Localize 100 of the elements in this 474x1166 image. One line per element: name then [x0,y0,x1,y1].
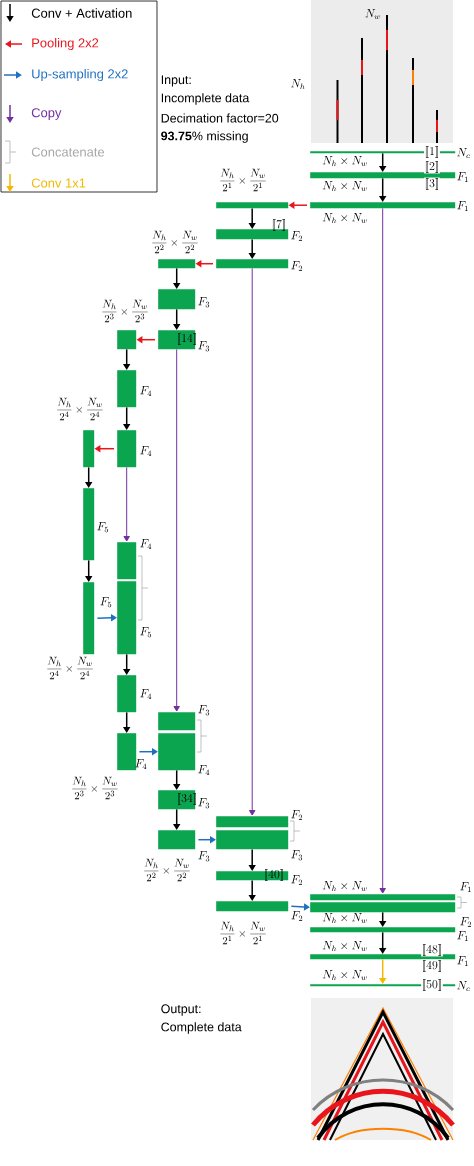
layer-bar [83,430,95,468]
layer-bar [117,675,137,713]
arrow [123,653,131,675]
legend-label: Up-sampling 2x2 [32,68,128,82]
layer-bar [117,581,137,655]
layer-bar [310,894,456,901]
layer-bar [310,954,456,960]
layer-number: $[\![2]\!]$ [424,160,440,174]
axis-label: $N_h$ [291,79,305,90]
legend-label: Conv 1x1 [31,178,86,188]
size-label: $N_h \times N_w$ [322,970,367,981]
layer-bar [83,582,95,655]
layer-bar [117,430,137,468]
channel-label: $F_2$ [291,875,303,885]
caption-text: Input: [161,75,191,87]
channel-label: $F_5$ [97,522,109,533]
layer-bar [310,902,456,913]
channel-label: $F_1$ [457,931,468,941]
layer-number: $[\![7]\!]$ [272,219,285,231]
layer-bar [216,901,289,912]
channel-label: $F_2$ [460,917,472,927]
size-label: $\frac{N_h}{2^1} \times \frac{N_w}{2^1}$ [220,921,266,945]
layer-bar [117,733,137,771]
channel-label: $F_4$ [135,759,147,769]
arrow [173,808,181,830]
layer-bar [158,289,196,310]
legend-label: Conv + Activation [31,8,132,18]
caption-text: Incomplete data [161,93,250,105]
layer-bar [216,259,289,269]
legend-label: Copy [31,108,62,120]
channel-label: $F_3$ [198,798,210,809]
layer-bar [158,712,196,731]
layer-bar [310,202,456,209]
layer-bar [216,816,289,828]
layer-bar [216,202,289,209]
channel-label: $F_3$ [291,850,303,861]
arrow [379,207,386,894]
arrow [123,406,131,430]
caption-text: Decimation factor=20 [161,113,279,123]
layer-bar [216,830,289,850]
arrow [290,903,310,911]
size-label: $\frac{N_h}{2^4} \times \frac{N_w}{2^4}$ [57,397,103,421]
layer-bar [158,830,196,850]
caption-text: Complete data [161,1022,242,1034]
arrow [248,267,256,816]
channel-label: $F_1$ [460,882,471,892]
layer-number: $[\![40]\!]$ [265,869,283,881]
layer-bar [216,871,289,881]
size-label: $\frac{N_h}{2^2} \times \frac{N_w}{2^2}$ [144,858,190,882]
legend-label: Concatenate [31,147,105,157]
channel-label: $F_5$ [100,597,112,608]
layer-bar [117,370,137,408]
size-label: $\frac{N_h}{2^4} \times \frac{N_w}{2^4}$ [47,656,93,680]
layer-bar [83,488,95,561]
channel-label: $F_4$ [140,539,152,549]
channel-label: $N_c$ [457,148,470,159]
size-label: $N_h \times N_w$ [322,881,367,892]
arrow [173,308,181,330]
layer-bar [158,259,196,269]
layer-bar [216,229,289,240]
arrow [173,348,180,712]
channel-label: $F_1$ [457,956,468,966]
channel-label: $F_2$ [291,911,303,921]
size-label: $\frac{N_h}{2^3} \times \frac{N_w}{2^3}$ [102,299,148,323]
layer-number: $[\![49]\!]$ [421,959,443,973]
arrow [123,711,131,733]
layer-number: $[\![50]\!]$ [421,978,443,992]
layer-number: $[\![48]\!]$ [421,943,443,957]
channel-label: $F_3$ [198,851,210,862]
channel-label: $F_3$ [198,297,210,308]
channel-label: $F_2$ [291,231,303,241]
channel-label: $F_2$ [291,810,303,820]
layer-number: $[\![1]\!]$ [424,145,440,159]
layer-bar [158,733,196,771]
arrow [123,348,131,370]
layer-bar [117,542,137,580]
axis-label: $N_w$ [365,9,381,20]
arrow [173,769,181,790]
caption-text: 93.75% missing [161,131,248,143]
size-label: $N_h \times N_w$ [322,181,367,192]
channel-label: $F_1$ [457,172,468,182]
size-label: $N_h \times N_w$ [322,941,367,952]
arrow [173,267,181,289]
size-label: $\frac{N_h}{2^2} \times \frac{N_w}{2^2}$ [152,230,198,254]
size-label: $N_h \times N_w$ [322,913,367,924]
channel-label: $F_1$ [457,201,468,211]
channel-label: $F_2$ [291,261,303,271]
layer-bar [310,927,456,933]
channel-label: $F_3$ [198,705,210,716]
size-label: $\frac{N_h}{2^1} \times \frac{N_w}{2^1}$ [220,168,266,192]
arrow [123,466,130,542]
size-label: $\frac{N_h}{2^3} \times \frac{N_w}{2^3}$ [72,776,118,800]
arrow [85,466,93,488]
channel-label: $N_c$ [457,981,470,992]
channel-label: $F_4$ [140,689,152,699]
channel-label: $F_3$ [198,341,210,352]
channel-label: $F_4$ [198,765,210,775]
legend-label: Pooling 2x2 [32,37,99,51]
size-label: $N_h \times N_w$ [322,156,367,167]
layer-bar [310,172,456,179]
